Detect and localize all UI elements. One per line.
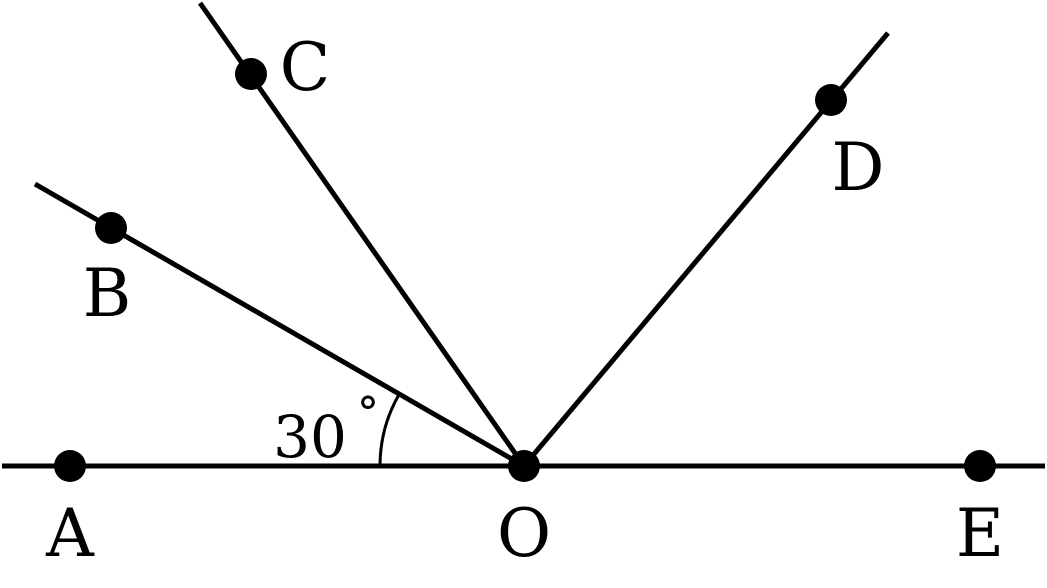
angle-unit-label: ° [357, 388, 379, 439]
label-o: O [497, 495, 551, 572]
angle-arc-aob [378, 393, 401, 467]
label-d: D [832, 129, 885, 206]
label-e: E [956, 495, 1004, 572]
point-b-dot [95, 212, 127, 244]
point-e-dot [964, 450, 996, 482]
label-b: B [83, 255, 132, 332]
label-c: C [280, 29, 331, 106]
point-c-dot [235, 58, 267, 90]
point-o-dot [508, 450, 540, 482]
angle-value-label: 30 [273, 403, 347, 471]
point-d-dot [815, 84, 847, 116]
point-a-dot [54, 450, 86, 482]
label-a: A [45, 495, 95, 572]
